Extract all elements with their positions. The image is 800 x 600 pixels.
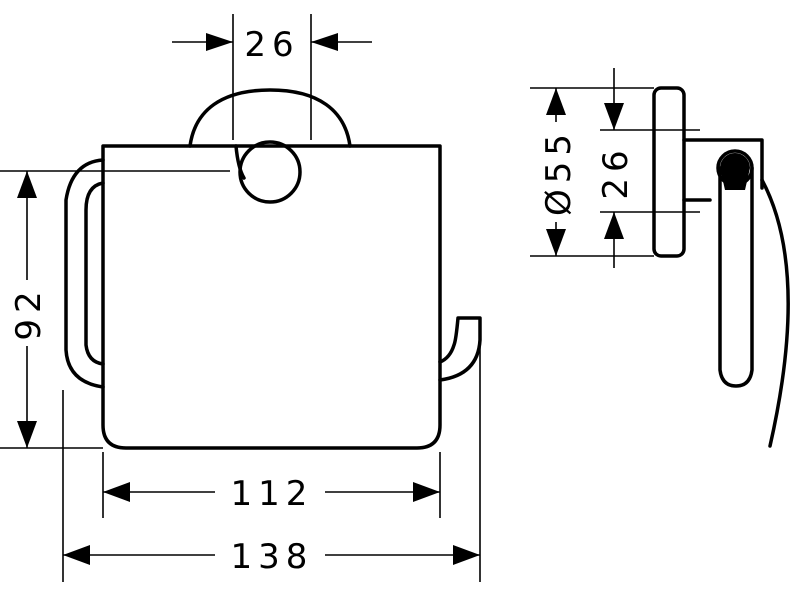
left-arm bbox=[64, 158, 105, 389]
dim-label-138: 138 bbox=[231, 537, 314, 577]
arrow-down bbox=[546, 229, 566, 256]
dimension-side-inner: 26 bbox=[596, 68, 700, 268]
cover-arc bbox=[760, 178, 790, 448]
knob-notch bbox=[234, 144, 246, 180]
arrow-up bbox=[604, 212, 624, 239]
arrow-down bbox=[17, 421, 37, 448]
dimension-outer-width: 138 bbox=[62, 340, 481, 582]
cover-plate bbox=[101, 144, 442, 450]
side-view bbox=[652, 86, 790, 448]
dim-label-diameter-55: Ø55 bbox=[539, 128, 579, 216]
wall-rosette bbox=[188, 88, 352, 148]
arrow-right bbox=[453, 545, 480, 565]
dimension-top-width: 26 bbox=[172, 14, 372, 140]
side-knob-fill bbox=[720, 153, 750, 190]
side-arm bbox=[718, 166, 754, 388]
dimension-side-diameter: Ø55 bbox=[530, 87, 654, 257]
dimension-height-left: 92 bbox=[0, 170, 230, 449]
dim-label-92: 92 bbox=[9, 285, 49, 340]
arrow-up bbox=[17, 171, 37, 198]
rosette-side bbox=[652, 86, 686, 258]
arrow-left bbox=[311, 33, 338, 51]
dim-label-26-top: 26 bbox=[244, 25, 299, 65]
arrow-right bbox=[413, 482, 440, 502]
knob bbox=[238, 140, 302, 204]
arrow-down bbox=[604, 103, 624, 130]
front-view bbox=[64, 88, 482, 450]
arrow-up bbox=[546, 88, 566, 115]
connector-block bbox=[682, 138, 764, 202]
arrow-left bbox=[63, 545, 90, 565]
left-arm-inner bbox=[84, 181, 105, 366]
arrow-left bbox=[103, 482, 130, 502]
dim-label-112: 112 bbox=[231, 474, 314, 514]
dim-label-26-side: 26 bbox=[596, 144, 636, 199]
dimension-inner-width: 112 bbox=[102, 452, 441, 518]
arrow-right bbox=[206, 33, 233, 51]
right-hook bbox=[438, 316, 482, 382]
